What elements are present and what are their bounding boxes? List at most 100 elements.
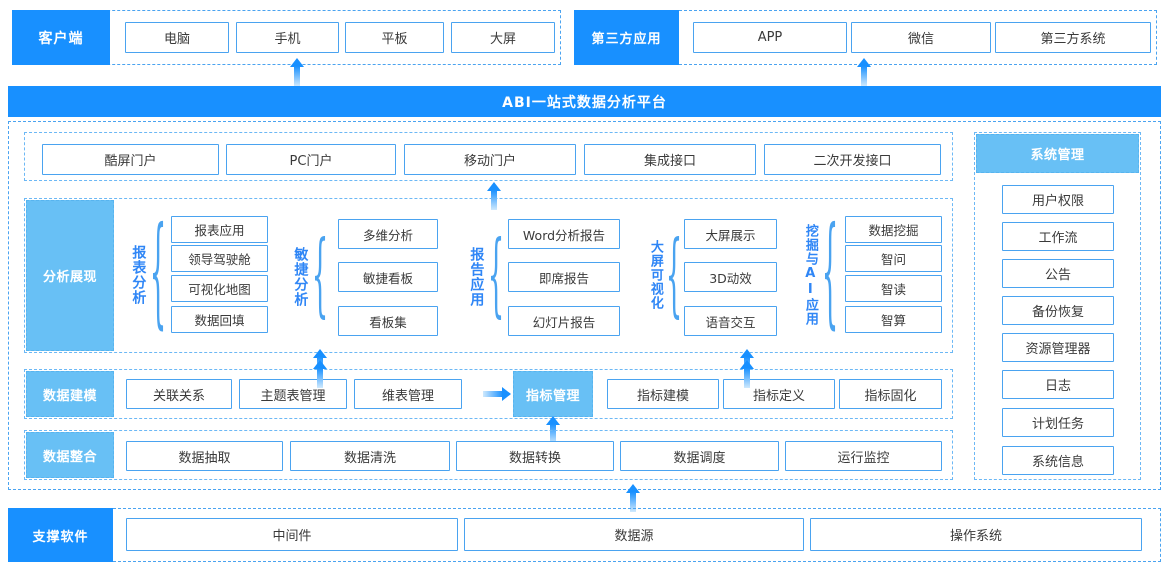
integration-item-3[interactable]: 数据调度 — [620, 441, 779, 471]
integration-item-0[interactable]: 数据抽取 — [126, 441, 283, 471]
platform-title: ABI一站式数据分析平台 — [502, 94, 667, 111]
modeling-item-1-label: 主题表管理 — [260, 388, 326, 404]
integration-group — [24, 430, 953, 480]
system-mgmt-item-0-label: 用户权限 — [1031, 194, 1084, 209]
third-party-item-1[interactable]: 微信 — [851, 22, 991, 53]
analysis-item-0-1[interactable]: 领导驾驶舱 — [171, 245, 268, 272]
analysis-item-4-2[interactable]: 智读 — [845, 275, 942, 302]
analysis-item-4-0[interactable]: 数据挖掘 — [845, 216, 942, 243]
metric-item-0[interactable]: 指标建模 — [607, 379, 719, 409]
platform-body — [8, 121, 1161, 490]
client-item-0[interactable]: 电脑 — [125, 22, 229, 53]
analysis-item-3-1-label: 3D动效 — [709, 270, 752, 286]
integration-item-2[interactable]: 数据转换 — [456, 441, 614, 471]
metric-label: 指标管理 — [513, 371, 593, 417]
analysis-item-1-1[interactable]: 敏捷看板 — [338, 262, 438, 292]
analysis-item-3-2-label: 语音交互 — [705, 314, 756, 330]
support-item-0-label: 中间件 — [272, 529, 312, 544]
analysis-group-0-label: 报表分析 — [128, 214, 148, 336]
portal-item-1[interactable]: PC门户 — [226, 144, 396, 175]
portal-item-3[interactable]: 集成接口 — [584, 144, 756, 175]
client-item-3[interactable]: 大屏 — [451, 22, 555, 53]
metric-item-1[interactable]: 指标定义 — [723, 379, 835, 409]
modeling-label-text: 数据建模 — [42, 388, 97, 404]
portal-item-2[interactable]: 移动门户 — [404, 144, 576, 175]
system-mgmt-item-3[interactable]: 备份恢复 — [1002, 296, 1114, 325]
analysis-item-3-1[interactable]: 3D动效 — [684, 262, 777, 292]
portal-item-4[interactable]: 二次开发接口 — [764, 144, 941, 175]
support-item-2[interactable]: 操作系统 — [810, 518, 1142, 551]
modeling-item-1[interactable]: 主题表管理 — [239, 379, 347, 409]
portal-row-group — [24, 132, 953, 181]
analysis-item-0-0[interactable]: 报表应用 — [171, 216, 268, 243]
analysis-item-2-2[interactable]: 幻灯片报告 — [508, 306, 620, 336]
analysis-group-4-label-text: 挖掘与AI应用 — [802, 224, 818, 326]
system-mgmt-item-0[interactable]: 用户权限 — [1002, 185, 1114, 214]
arrow-up-to-platform — [626, 484, 640, 512]
portal-item-0[interactable]: 酷屏门户 — [42, 144, 219, 175]
system-mgmt-item-7[interactable]: 系统信息 — [1002, 446, 1114, 475]
integration-label: 数据整合 — [26, 432, 114, 478]
system-mgmt-item-3-label: 备份恢复 — [1031, 305, 1084, 320]
system-mgmt-item-1[interactable]: 工作流 — [1002, 222, 1114, 251]
analysis-item-3-2[interactable]: 语音交互 — [684, 306, 777, 336]
system-mgmt-item-2[interactable]: 公告 — [1002, 259, 1114, 288]
portal-item-1-label: PC门户 — [289, 154, 333, 169]
analysis-item-4-1-label: 智问 — [880, 252, 906, 267]
system-mgmt-label-text: 系统管理 — [1030, 148, 1085, 163]
analysis-item-3-0[interactable]: 大屏展示 — [684, 219, 777, 249]
client-item-0-label: 电脑 — [163, 32, 190, 47]
analysis-item-4-3-label: 智算 — [880, 313, 906, 328]
analysis-item-0-3[interactable]: 数据回填 — [171, 306, 268, 333]
client-item-3-label: 大屏 — [489, 32, 516, 47]
system-mgmt-item-6[interactable]: 计划任务 — [1002, 408, 1114, 437]
support-item-0[interactable]: 中间件 — [126, 518, 458, 551]
analysis-label-text: 分析展现 — [42, 270, 97, 285]
modeling-item-2[interactable]: 维表管理 — [354, 379, 462, 409]
portal-item-3-label: 集成接口 — [643, 154, 696, 169]
arrow-up-to-metric — [740, 360, 754, 388]
metric-label-text: 指标管理 — [525, 388, 580, 404]
modeling-group — [24, 369, 953, 419]
integration-item-4[interactable]: 运行监控 — [785, 441, 942, 471]
system-mgmt-item-4[interactable]: 资源管理器 — [1002, 333, 1114, 362]
analysis-item-1-0[interactable]: 多维分析 — [338, 219, 438, 249]
analysis-item-0-1-label: 领导驾驶舱 — [188, 252, 251, 267]
analysis-item-1-2[interactable]: 看板集 — [338, 306, 438, 336]
analysis-item-1-2-label: 看板集 — [369, 314, 407, 330]
integration-item-0-label: 数据抽取 — [178, 450, 231, 466]
analysis-item-2-0[interactable]: Word分析报告 — [508, 219, 620, 249]
analysis-group-1-label: 敏捷分析 — [290, 230, 310, 324]
analysis-item-4-1[interactable]: 智问 — [845, 245, 942, 272]
client-label: 客户端 — [12, 10, 110, 65]
analysis-item-2-0-label: Word分析报告 — [522, 227, 606, 243]
system-mgmt-item-2-label: 公告 — [1044, 268, 1071, 283]
analysis-item-0-2[interactable]: 可视化地图 — [171, 275, 268, 302]
analysis-item-4-0-label: 数据挖掘 — [868, 223, 919, 238]
third-party-item-0[interactable]: APP — [693, 22, 847, 53]
modeling-item-0[interactable]: 关联关系 — [126, 379, 232, 409]
analysis-group-2-label-text: 报告应用 — [468, 247, 485, 307]
analysis-item-4-2-label: 智读 — [880, 282, 906, 297]
support-item-1[interactable]: 数据源 — [464, 518, 804, 551]
analysis-group-3-label: 大屏可视化 — [645, 214, 665, 336]
analysis-label: 分析展现 — [26, 200, 114, 351]
analysis-item-2-1[interactable]: 即席报告 — [508, 262, 620, 292]
analysis-group-2-label: 报告应用 — [466, 230, 486, 324]
analysis-group-0-label-text: 报表分析 — [130, 245, 147, 305]
platform-title-bar: ABI一站式数据分析平台 — [8, 86, 1161, 117]
client-item-1[interactable]: 手机 — [236, 22, 339, 53]
third-party-item-2[interactable]: 第三方系统 — [995, 22, 1151, 53]
integration-item-1[interactable]: 数据清洗 — [290, 441, 450, 471]
portal-item-0-label: 酷屏门户 — [104, 154, 157, 169]
analysis-item-1-0-label: 多维分析 — [362, 227, 413, 243]
client-item-1-label: 手机 — [274, 32, 301, 47]
arrow-right-to-metric — [483, 387, 511, 401]
portal-item-4-label: 二次开发接口 — [813, 154, 892, 169]
analysis-group-4-label: 挖掘与AI应用 — [800, 214, 820, 336]
arrow-up-to-third-party — [857, 58, 871, 86]
system-mgmt-item-5[interactable]: 日志 — [1002, 370, 1114, 399]
client-item-2[interactable]: 平板 — [345, 22, 444, 53]
metric-item-2[interactable]: 指标固化 — [839, 379, 942, 409]
analysis-item-4-3[interactable]: 智算 — [845, 306, 942, 333]
